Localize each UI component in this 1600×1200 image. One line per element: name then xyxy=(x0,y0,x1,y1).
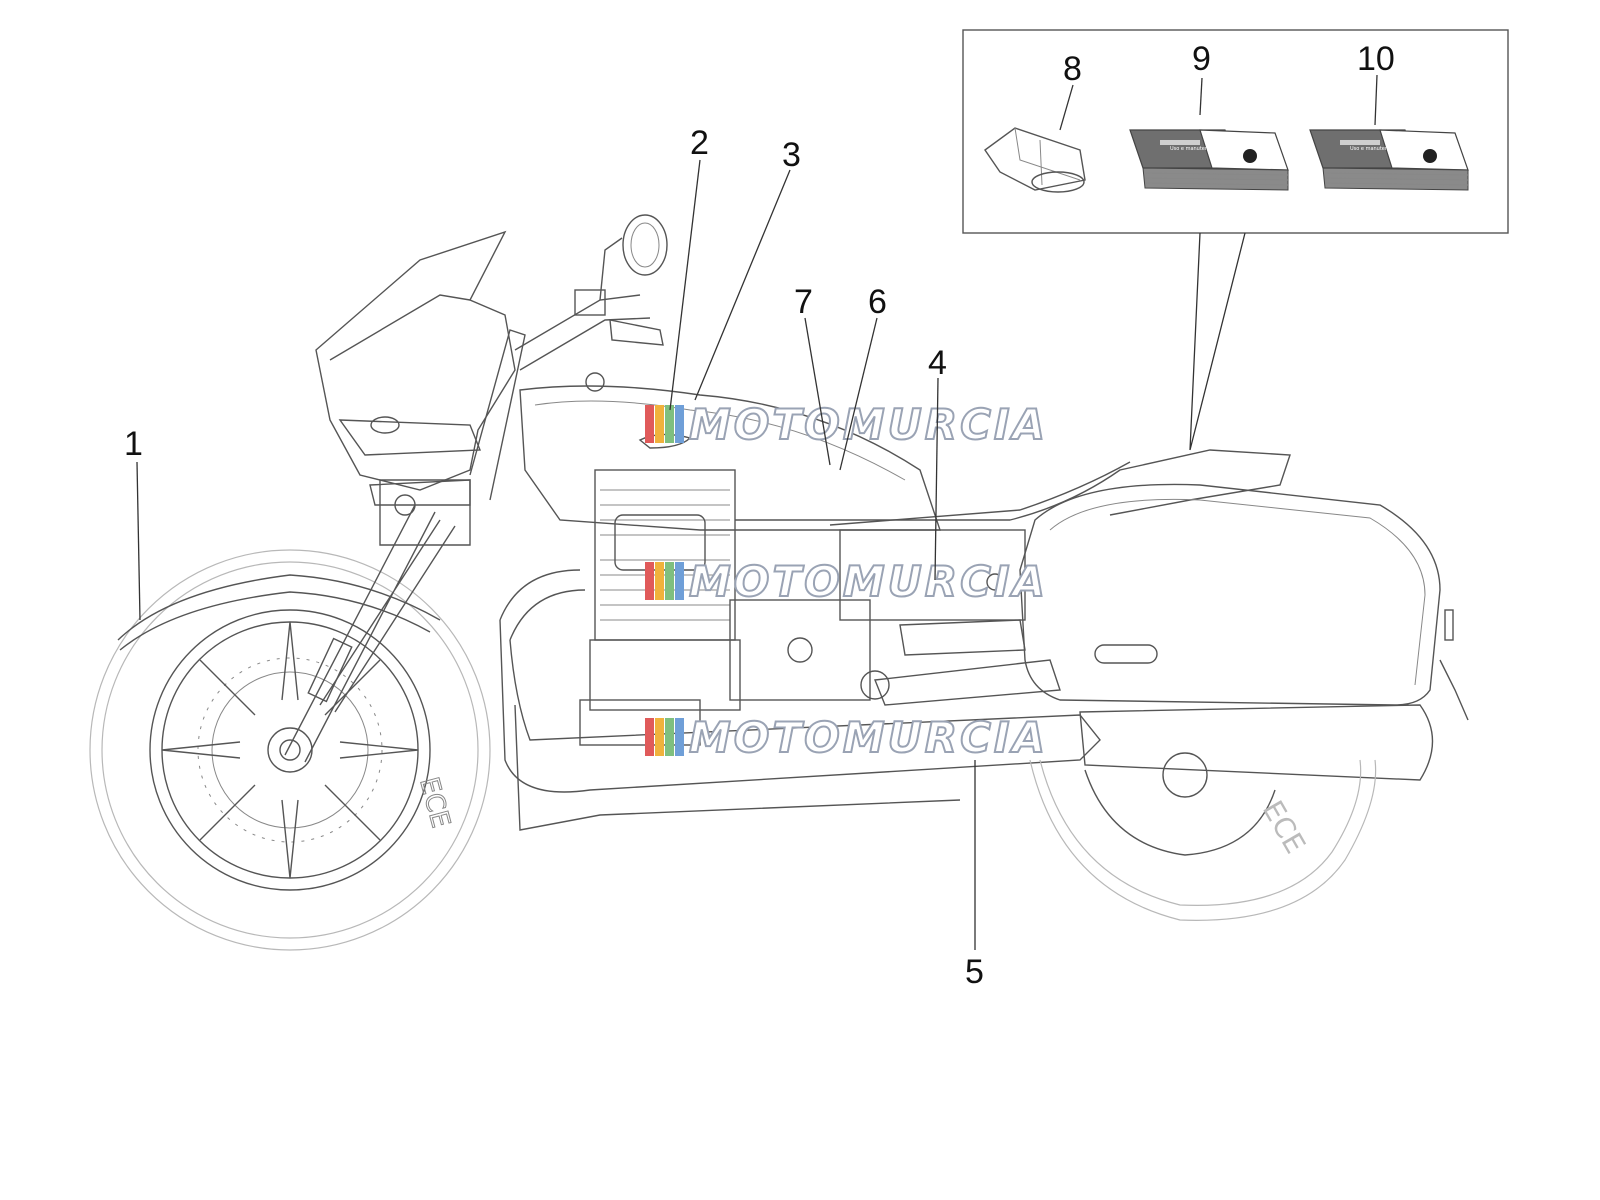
watermark-group: MOTOMURCIA MOTOMURCIA MOTOMURCIA xyxy=(645,399,1048,763)
callout-4: 4 xyxy=(928,344,947,382)
rear-tire-marking: ECE xyxy=(1256,795,1312,859)
callout-labels: 1 2 3 4 5 6 7 8 9 10 xyxy=(124,40,1395,991)
swingarm-exhaust xyxy=(499,569,1434,831)
svg-text:MOTOMURCIA: MOTOMURCIA xyxy=(689,713,1048,762)
owner-manual-icon: Uso e manutenzione xyxy=(1129,129,1289,191)
watermark-2: MOTOMURCIA xyxy=(645,556,1048,607)
tool-pouch-icon xyxy=(984,127,1086,193)
manual-10-cover-text: Uso e manutenzione xyxy=(1350,146,1401,152)
accessory-inset: Uso e manutenzione Uso e manutenzione xyxy=(962,29,1509,451)
callout-5: 5 xyxy=(965,953,984,991)
front-fairing xyxy=(315,230,516,506)
callout-10: 10 xyxy=(1357,40,1395,78)
fuel-tank xyxy=(519,372,941,531)
callout-2: 2 xyxy=(690,124,709,162)
svg-text:MOTOMURCIA: MOTOMURCIA xyxy=(689,557,1048,606)
leader-lines xyxy=(136,74,1378,950)
engine xyxy=(579,469,890,746)
frame-seat xyxy=(735,449,1291,656)
callout-3: 3 xyxy=(782,136,801,174)
front-tire-marking: ECE xyxy=(413,774,455,831)
callout-6: 6 xyxy=(868,283,887,321)
callout-1: 1 xyxy=(124,425,143,463)
watermark-3: MOTOMURCIA xyxy=(645,712,1048,763)
manual-9-cover-text: Uso e manutenzione xyxy=(1170,146,1221,152)
handlebar-mirror xyxy=(514,214,668,371)
callout-8: 8 xyxy=(1063,50,1082,88)
callout-9: 9 xyxy=(1192,40,1211,78)
front-wheel: ECE xyxy=(89,549,491,951)
front-fork xyxy=(284,329,526,763)
saddlebag xyxy=(1019,483,1469,721)
svg-text:MOTOMURCIA: MOTOMURCIA xyxy=(689,400,1048,449)
callout-7: 7 xyxy=(794,283,813,321)
rear-wheel: ECE xyxy=(1029,752,1377,921)
watermark-1: MOTOMURCIA xyxy=(645,399,1048,450)
second-manual-icon: Uso e manutenzione xyxy=(1309,129,1469,191)
